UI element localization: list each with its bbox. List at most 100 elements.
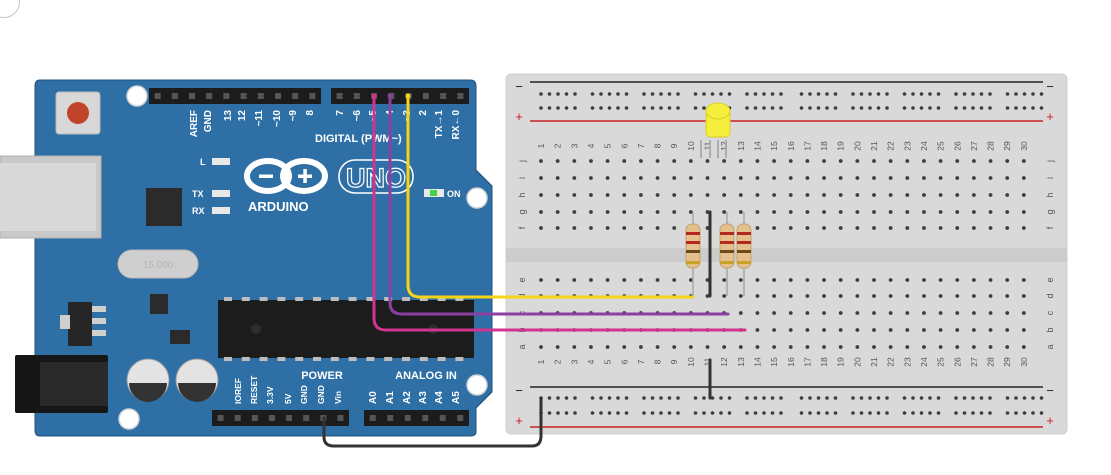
rail-hole[interactable]	[808, 396, 812, 400]
rail-hole[interactable]	[770, 92, 775, 96]
rail-hole[interactable]	[624, 396, 629, 400]
terminal-hole[interactable]	[988, 226, 993, 230]
terminal-hole[interactable]	[655, 210, 660, 214]
rail-hole[interactable]	[650, 396, 655, 400]
terminal-hole[interactable]	[672, 226, 677, 230]
terminal-hole[interactable]	[555, 176, 560, 180]
rail-hole[interactable]	[911, 92, 915, 96]
rail-hole[interactable]	[928, 92, 932, 96]
terminal-hole[interactable]	[872, 159, 876, 163]
terminal-hole[interactable]	[722, 210, 727, 214]
terminal-hole[interactable]	[622, 226, 627, 230]
terminal-hole[interactable]	[589, 176, 593, 180]
terminal-hole[interactable]	[838, 193, 843, 197]
rail-hole[interactable]	[988, 92, 992, 96]
terminal-hole[interactable]	[922, 210, 926, 214]
rail-hole[interactable]	[911, 106, 915, 110]
terminal-hole[interactable]	[672, 159, 677, 163]
rail-hole[interactable]	[825, 92, 829, 96]
terminal-hole[interactable]	[905, 210, 910, 214]
rail-hole[interactable]	[556, 92, 560, 96]
rail-hole[interactable]	[590, 106, 595, 110]
rail-hole[interactable]	[979, 411, 984, 415]
terminal-hole[interactable]	[622, 210, 627, 214]
terminal-hole[interactable]	[622, 345, 627, 349]
terminal-hole[interactable]	[755, 278, 760, 282]
terminal-hole[interactable]	[1005, 176, 1010, 180]
terminal-hole[interactable]	[1021, 278, 1026, 282]
rail-hole[interactable]	[1039, 396, 1044, 400]
terminal-hole[interactable]	[938, 176, 943, 180]
terminal-hole[interactable]	[555, 278, 560, 282]
terminal-hole[interactable]	[1005, 210, 1010, 214]
rail-hole[interactable]	[590, 396, 595, 400]
rail-hole[interactable]	[564, 106, 569, 110]
rail-hole[interactable]	[710, 92, 715, 96]
rail-hole[interactable]	[616, 411, 620, 415]
rail-hole[interactable]	[719, 396, 723, 400]
rail-hole[interactable]	[762, 92, 766, 96]
terminal-hole[interactable]	[572, 159, 577, 163]
terminal-hole[interactable]	[705, 193, 710, 197]
terminal-hole[interactable]	[988, 294, 993, 298]
terminal-hole[interactable]	[805, 159, 810, 163]
terminal-hole[interactable]	[1005, 328, 1010, 332]
terminal-hole[interactable]	[1021, 193, 1026, 197]
terminal-hole[interactable]	[589, 278, 593, 282]
top-header-left[interactable]	[149, 88, 321, 104]
terminal-hole[interactable]	[738, 193, 743, 197]
rail-hole[interactable]	[808, 411, 812, 415]
terminal-hole[interactable]	[722, 345, 727, 349]
terminal-hole[interactable]	[1005, 278, 1010, 282]
rail-hole[interactable]	[885, 411, 889, 415]
rail-hole[interactable]	[642, 411, 646, 415]
terminal-hole[interactable]	[955, 345, 960, 349]
terminal-hole[interactable]	[639, 193, 643, 197]
terminal-hole[interactable]	[955, 193, 960, 197]
rail-hole[interactable]	[676, 396, 680, 400]
header-pin[interactable]	[336, 93, 343, 99]
terminal-hole[interactable]	[838, 328, 843, 332]
terminal-hole[interactable]	[688, 176, 693, 180]
terminal-hole[interactable]	[905, 159, 910, 163]
rail-hole[interactable]	[833, 396, 838, 400]
header-pin[interactable]	[286, 415, 293, 421]
terminal-hole[interactable]	[888, 345, 893, 349]
rail-hole[interactable]	[719, 411, 723, 415]
terminal-hole[interactable]	[972, 278, 976, 282]
rail-hole[interactable]	[727, 92, 732, 96]
terminal-hole[interactable]	[855, 278, 860, 282]
rail-hole[interactable]	[693, 411, 698, 415]
rail-hole[interactable]	[868, 396, 872, 400]
terminal-hole[interactable]	[655, 193, 660, 197]
terminal-hole[interactable]	[738, 311, 743, 315]
rail-hole[interactable]	[693, 92, 698, 96]
terminal-hole[interactable]	[822, 176, 826, 180]
header-pin[interactable]	[353, 93, 360, 99]
terminal-hole[interactable]	[922, 345, 926, 349]
rail-hole[interactable]	[745, 92, 749, 96]
terminal-hole[interactable]	[888, 311, 893, 315]
terminal-hole[interactable]	[822, 328, 826, 332]
rail-hole[interactable]	[1022, 106, 1027, 110]
rail-hole[interactable]	[902, 106, 907, 110]
terminal-hole[interactable]	[1005, 311, 1010, 315]
terminal-hole[interactable]	[938, 311, 943, 315]
rail-hole[interactable]	[1005, 92, 1010, 96]
terminal-hole[interactable]	[688, 345, 693, 349]
terminal-hole[interactable]	[905, 294, 910, 298]
rail-hole[interactable]	[599, 92, 603, 96]
rail-hole[interactable]	[616, 92, 620, 96]
terminal-hole[interactable]	[955, 294, 960, 298]
rail-hole[interactable]	[779, 92, 783, 96]
rail-hole[interactable]	[676, 106, 680, 110]
terminal-hole[interactable]	[539, 278, 543, 282]
rail-hole[interactable]	[1005, 411, 1010, 415]
rail-hole[interactable]	[1005, 106, 1010, 110]
rail-hole[interactable]	[547, 106, 552, 110]
terminal-hole[interactable]	[788, 311, 793, 315]
rail-hole[interactable]	[667, 411, 672, 415]
header-pin[interactable]	[189, 93, 195, 99]
reset-button-cap[interactable]	[67, 102, 89, 124]
